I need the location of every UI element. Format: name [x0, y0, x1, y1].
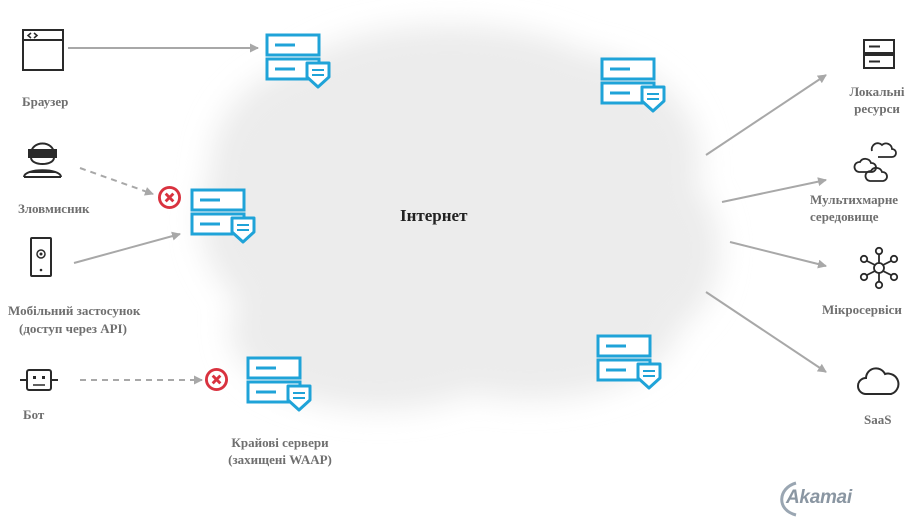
edge-server-icon	[265, 33, 331, 89]
mobile-app-sublabel: (доступ через API)	[19, 321, 127, 336]
akamai-logo: Akamai	[786, 487, 852, 508]
edge-server-icon	[246, 356, 312, 412]
edge-servers-label: Крайові сервери (захищені WAAP)	[205, 434, 355, 468]
block-icon	[205, 368, 228, 391]
local-resources-line2: ресурси	[854, 101, 900, 116]
bot-icon	[20, 369, 58, 391]
mobile-app-label: Мобільний застосунок	[8, 303, 141, 318]
arrow-mobile	[73, 231, 181, 264]
saas-cloud-icon	[857, 367, 900, 395]
edge-servers-line1: Крайові сервери	[231, 435, 329, 450]
attacker-label: Зловмисник	[18, 201, 90, 216]
edge-server-icon	[600, 57, 666, 113]
edge-servers-line2: (захищені WAAP)	[228, 452, 332, 467]
local-resources-label: Локальні ресурси	[830, 83, 924, 117]
saas-label: SaaS	[864, 412, 892, 427]
multicloud-line2: середовище	[810, 209, 879, 224]
multicloud-label: Мультихмарне середовище	[810, 191, 898, 225]
microservices-label: Мікросервіси	[822, 302, 902, 317]
edge-server-icon	[596, 334, 662, 390]
arrow-saas	[705, 291, 827, 373]
bot-label: Бот	[23, 407, 45, 422]
internet-label: Інтернет	[400, 206, 468, 225]
microservices-icon	[859, 246, 899, 290]
arrow-attacker	[79, 167, 154, 196]
multi-cloud-icon	[853, 142, 897, 182]
attacker-icon	[23, 142, 62, 178]
arrow-multicloud	[721, 177, 827, 203]
mobile-icon	[30, 237, 52, 277]
arrow-local	[705, 74, 827, 156]
browser-label: Браузер	[22, 94, 69, 109]
browser-icon	[22, 29, 64, 71]
arrow-microservices	[729, 241, 827, 269]
local-resources-line1: Локальні	[849, 84, 905, 99]
edge-server-icon	[190, 188, 256, 244]
multicloud-line1: Мультихмарне	[810, 192, 899, 207]
server-rack-icon	[863, 39, 895, 69]
akamai-logo-icon	[780, 481, 797, 517]
block-icon	[158, 186, 181, 209]
